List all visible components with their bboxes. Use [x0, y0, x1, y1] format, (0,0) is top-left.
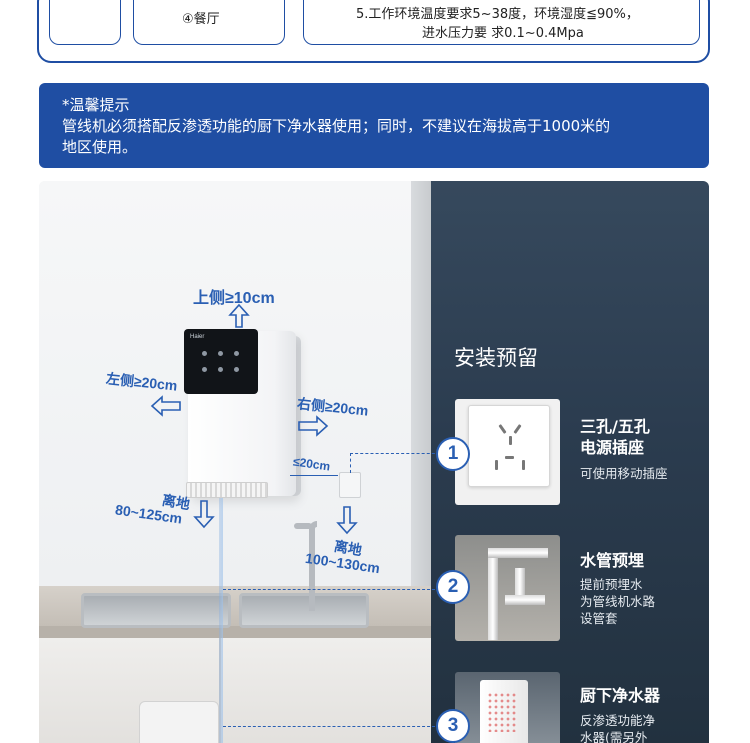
- purifier-pattern: [487, 692, 517, 732]
- water-pipe-segment: [505, 595, 545, 605]
- item-2-desc-line2: 为管线机水路: [580, 594, 656, 609]
- dispenser-button-icon: [218, 367, 223, 372]
- dispenser-button-icon: [218, 351, 223, 356]
- item-2-title: 水管预埋: [580, 551, 645, 570]
- leader-line-1: [350, 453, 440, 454]
- prep-title: 安装预留: [454, 346, 538, 370]
- dispenser-button-icon: [202, 367, 207, 372]
- water-pipe-segment: [488, 548, 548, 558]
- dispenser-button-icon: [234, 351, 239, 356]
- arrow-left-icon: [150, 395, 181, 417]
- water-pipe-line: [219, 498, 223, 743]
- arrow-right-icon: [298, 415, 329, 437]
- item-3-desc-line2: 水器(需另外: [580, 730, 648, 743]
- leader-line-3: [223, 726, 440, 727]
- under-sink-cabinet: [39, 638, 431, 743]
- water-pipe-segment: [515, 568, 525, 603]
- installation-scene: [39, 181, 709, 743]
- arrow-down-icon: [336, 506, 358, 535]
- item-3-desc-line1: 反渗透功能净: [580, 713, 656, 728]
- step-badge-1: 1: [436, 437, 470, 471]
- sink-basin-left: [81, 593, 231, 628]
- under-sink-purifier: [139, 701, 219, 743]
- arrow-up-icon: [228, 303, 250, 328]
- spec-panel: ④餐厅 5.工作环境温度要求5~38度，环境湿度≦90%， 进水压力要 求0.1…: [37, 0, 710, 63]
- spec-env-line2: 进水压力要 求0.1~0.4Mpa: [422, 26, 584, 41]
- dispenser-control-panel: Haier: [184, 329, 258, 394]
- item-1-title-line1: 三孔/五孔: [580, 417, 650, 436]
- spec-card-environment: 5.工作环境温度要求5~38度，环境湿度≦90%， 进水压力要 求0.1~0.4…: [303, 0, 700, 45]
- wall-edge: [411, 181, 431, 601]
- brand-logo: Haier: [190, 334, 205, 340]
- power-socket-icon: [468, 405, 550, 487]
- drip-tray: [186, 482, 268, 498]
- tip-line-2: 地区使用。: [62, 138, 138, 156]
- dispenser-button-icon: [202, 351, 207, 356]
- clearance-top-label: 上侧≥10cm: [193, 290, 275, 307]
- item-1-desc: 可使用移动插座: [580, 466, 668, 481]
- faucet-spout: [294, 523, 312, 529]
- item-1-title-line2: 电源插座: [580, 438, 645, 457]
- item-3-title: 厨下净水器: [580, 686, 661, 705]
- step-badge-2: 2: [436, 570, 470, 604]
- item-2-desc-line1: 提前预埋水: [580, 577, 643, 592]
- arrow-down-icon: [193, 500, 215, 529]
- spec-env-line1: 5.工作环境温度要求5~38度，环境湿度≦90%，: [356, 7, 639, 22]
- leader-line-1-drop: [350, 453, 351, 473]
- water-pipe-icon: [488, 548, 498, 640]
- faucet-icon: [309, 521, 317, 611]
- spec-item-dining: ④餐厅: [182, 12, 220, 27]
- spec-card-blank: [49, 0, 121, 45]
- spec-card-location: ④餐厅: [133, 0, 285, 45]
- tip-banner: *温馨提示 管线机必须搭配反渗透功能的厨下净水器使用；同时，不建议在海拔高于10…: [39, 83, 709, 168]
- outlet-distance-line: [290, 475, 338, 476]
- counter-edge: [39, 626, 431, 638]
- tip-heading: *温馨提示: [62, 96, 130, 114]
- sink-basin-right: [239, 593, 369, 628]
- dispenser-button-icon: [234, 367, 239, 372]
- step-badge-3: 3: [436, 709, 470, 743]
- wall-socket-small: [339, 472, 361, 498]
- item-2-desc-line3: 设管套: [580, 611, 618, 626]
- tip-line-1: 管线机必须搭配反渗透功能的厨下净水器使用；同时，不建议在海拔高于1000米的: [62, 117, 611, 135]
- leader-line-2: [223, 589, 440, 590]
